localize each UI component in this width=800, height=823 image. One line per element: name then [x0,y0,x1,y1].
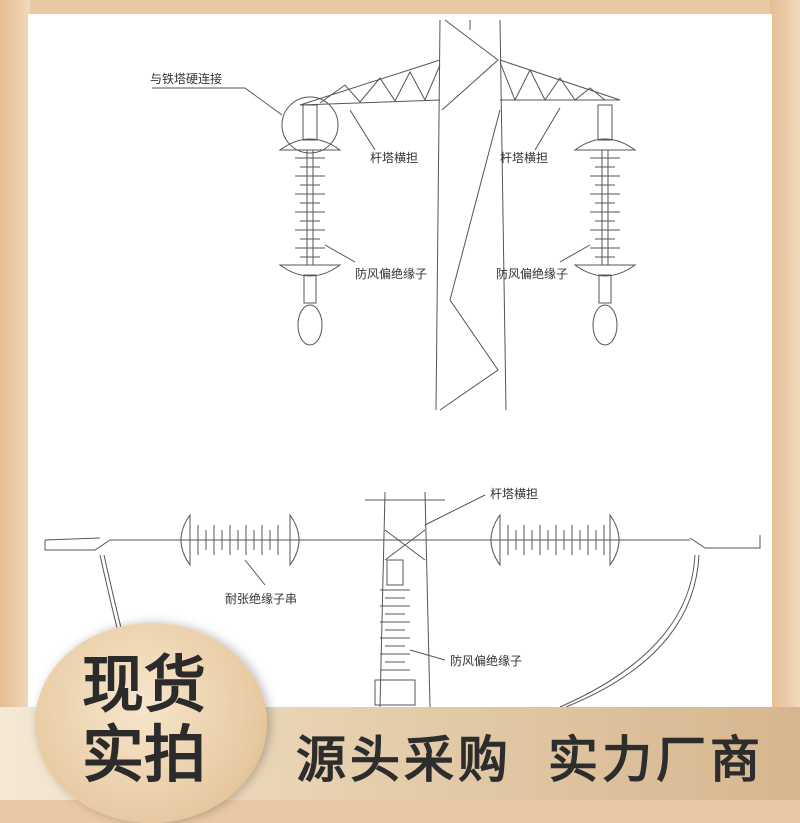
slogan-source: 源头采购 [296,731,512,789]
pointer-ins-r [559,244,591,263]
badge-circle [35,623,267,823]
badge-line1: 现货 [82,648,207,721]
top-tower-diagram [152,19,637,411]
insulator-right [573,104,637,346]
pointer-crossarm-b [424,494,486,526]
grading-ring [278,264,342,277]
label-crossarm-left: 杆塔横担 [370,151,418,165]
label-tension-string: 耐张绝缘子串 [225,591,297,606]
grading-ring [573,138,637,151]
pointer-crossarm-l [349,109,376,151]
pointer-ins-b [409,649,446,661]
label-hard-connection: 与铁塔硬连接 [150,71,222,86]
label-insulator-right: 防风偏绝缘子 [496,266,568,281]
right-border [770,0,800,800]
slogan-manufacturer: 实力厂商 [548,731,764,789]
conductor-left [44,537,111,551]
clamp [592,304,618,346]
pointer-line [152,87,283,116]
vertical-insulator [374,559,416,706]
bottom-tower-diagram [44,491,761,708]
label-crossarm-bottom: 杆塔横担 [490,487,538,501]
crossarm [299,59,621,106]
tower-body [435,19,507,411]
label-crossarm-right: 杆塔横担 [500,151,548,165]
clamp [297,304,323,346]
jumper-right [559,554,700,708]
insulator-diagram: 与铁塔硬连接 杆塔横担 杆塔横担 防风偏绝缘子 防风偏绝缘子 杆塔横担 耐张绝缘… [44,19,761,708]
badge-text: 现货 实拍 [82,650,222,790]
bottom-tower [365,491,445,708]
fitting [302,104,318,141]
tension-insulator-string [180,513,620,567]
badge-line2: 实拍 [82,718,207,791]
label-insulator-bottom: 防风偏绝缘子 [450,653,522,668]
grading-ring [573,264,637,277]
slogan: 源头采购实力厂商 [296,720,800,792]
pointer-ins-l [324,244,356,263]
grading-ring [278,138,342,151]
pointer-tension [244,559,266,586]
highlight-circle [281,96,339,154]
pointer-crossarm-r [534,107,561,151]
insulator-left [278,104,342,346]
fitting [597,104,613,141]
conductor-right [689,535,761,549]
left-border [0,0,30,800]
label-insulator-left: 防风偏绝缘子 [355,266,427,281]
